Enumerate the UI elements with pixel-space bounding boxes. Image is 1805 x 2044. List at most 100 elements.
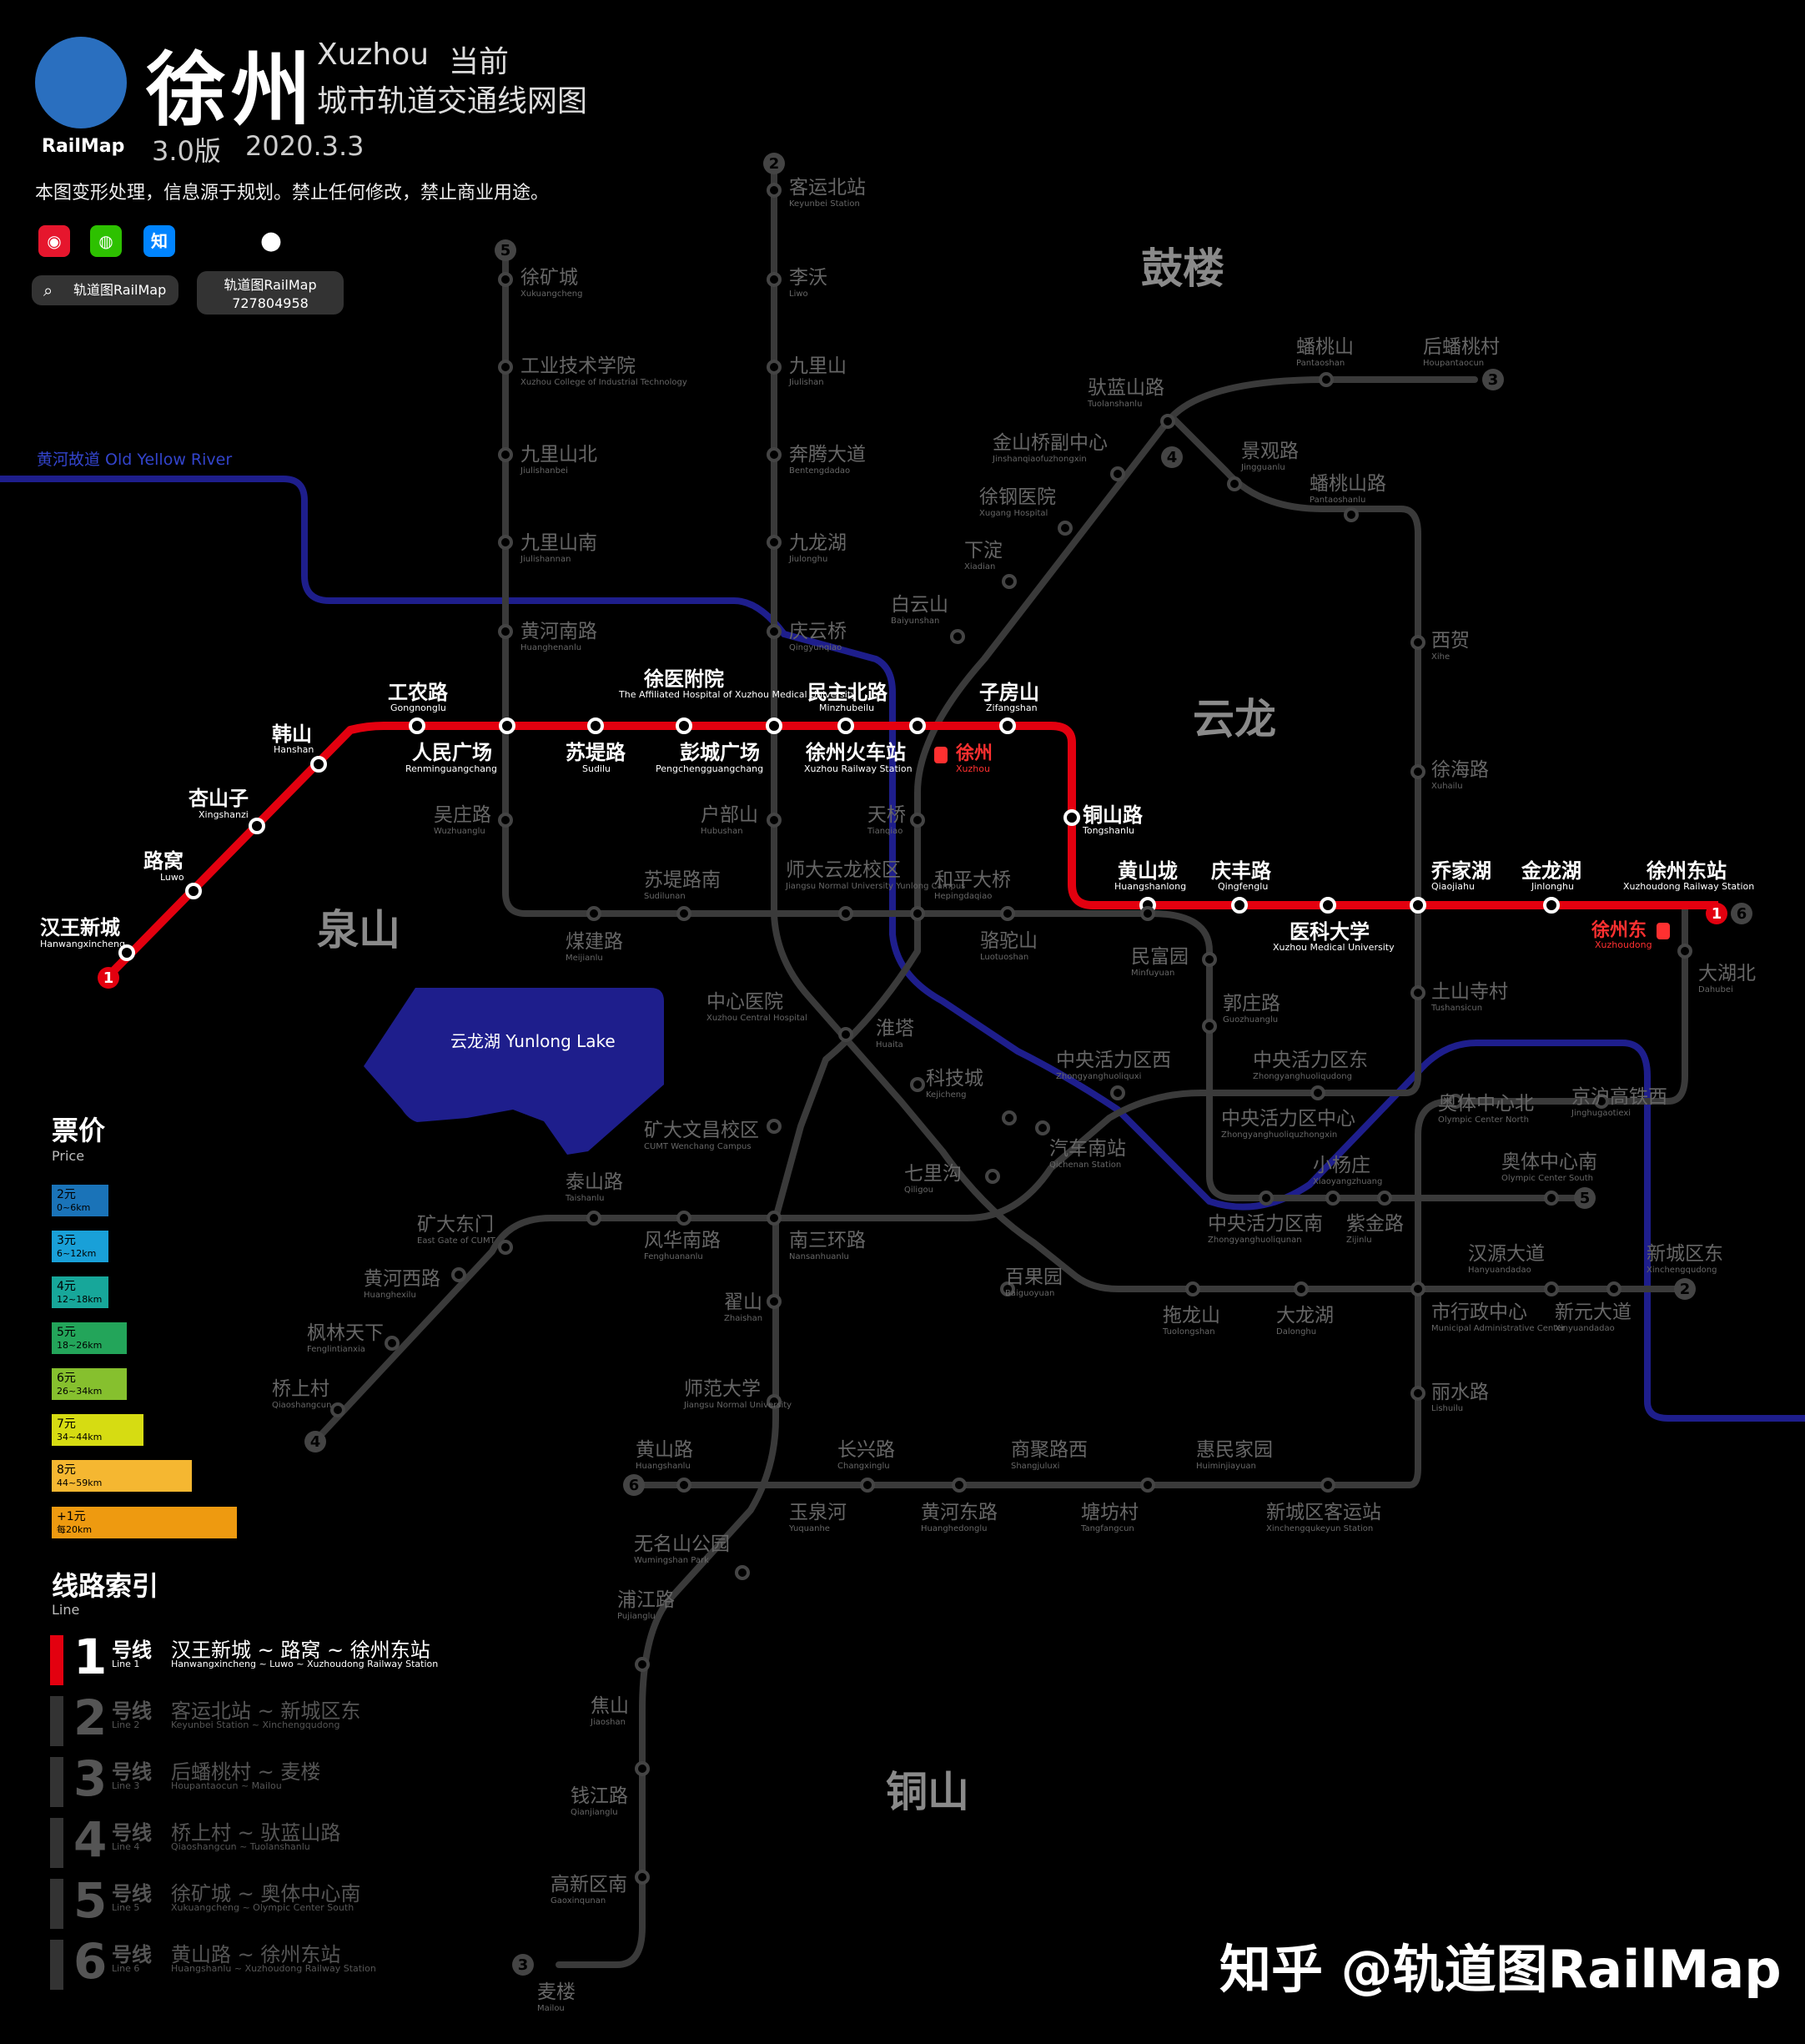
planned-station-label: 郭庄路: [1223, 993, 1280, 1014]
price-tier-range: 0~6km: [57, 1202, 91, 1213]
line-route: 徐矿城 ~ 奥体中心南: [171, 1882, 361, 1906]
planned-station-label-en: Zhaishan: [724, 1314, 762, 1323]
badge-line6-east: 6: [1737, 905, 1747, 923]
planned-station-label: 金山桥副中心: [993, 432, 1108, 454]
planned-station-label: 徐钢医院: [979, 486, 1056, 508]
planned-station-label: 驮蓝山路: [1088, 377, 1164, 399]
badge-line4-west: 4: [310, 1433, 321, 1451]
planned-station-label: 工业技术学院: [520, 355, 636, 377]
planned-station-label-en: Jinshanqiaofuzhongxin: [992, 455, 1087, 464]
planned-station-label-en: Xiaoyangzhuang: [1313, 1177, 1382, 1186]
price-tier-price: 7元: [57, 1417, 76, 1431]
svg-text:Pengchengguangchang: Pengchengguangchang: [656, 763, 763, 774]
qq-icon[interactable]: ●: [259, 226, 283, 255]
district-gulou: 鼓楼: [1141, 244, 1224, 293]
line-label: 号线: [112, 1821, 152, 1845]
planned-station-label-en: Xuzhou Central Hospital: [706, 1014, 807, 1023]
price-tier-price: 6元: [57, 1372, 76, 1385]
svg-text:The Affiliated Hospital of Xuz: The Affiliated Hospital of Xuzhou Medica…: [618, 689, 857, 700]
planned-station-label: 玉泉河: [789, 1502, 847, 1523]
planned-station-label: 科技城: [926, 1068, 983, 1090]
search-icon: ⌕: [43, 280, 53, 300]
search-pill[interactable]: ⌕ 轨道图RailMap: [32, 275, 178, 305]
wechat-icon[interactable]: ◍: [90, 225, 122, 257]
svg-text:Hanwangxincheng: Hanwangxincheng: [40, 939, 125, 949]
planned-station-label-en: CUMT Wenchang Campus: [644, 1142, 752, 1151]
planned-station-label: 汉源大道: [1468, 1243, 1545, 1265]
station-gongnonglu: 工农路: [388, 681, 449, 704]
station-jinlonghu: 金龙湖: [1521, 859, 1581, 883]
planned-station-label-en: Houpantaocun: [1423, 359, 1484, 368]
planned-station-label: 和平大桥: [934, 869, 1011, 891]
planned-station-label: 白云山: [891, 594, 948, 616]
planned-station-label-en: Jiangsu Normal University: [683, 1401, 792, 1410]
badge-line5-north: 5: [500, 242, 511, 259]
line-label: 号线: [112, 1760, 152, 1784]
zhihu-icon[interactable]: 知: [143, 225, 175, 257]
weibo-icon[interactable]: ◉: [38, 225, 70, 257]
planned-station-label-en: East Gate of CUMT: [417, 1236, 496, 1246]
title-current: 当前: [449, 45, 510, 79]
planned-station-label: 无名山公园: [634, 1533, 730, 1555]
station-zifangshan: 子房山: [979, 681, 1039, 704]
line-route-en: Xukuangcheng ~ Olympic Center South: [171, 1902, 354, 1913]
line1-station-dots: [118, 717, 1560, 961]
planned-station-label-en: Minfuyuan: [1131, 969, 1174, 978]
train-icon: [1657, 923, 1670, 939]
planned-station-label: 汽车南站: [1049, 1138, 1126, 1160]
river-label: 黄河故道 Old Yellow River: [37, 451, 233, 469]
train-icon: [934, 747, 948, 763]
price-tier-price: 4元: [57, 1280, 76, 1293]
line-number: 5: [73, 1872, 108, 1929]
svg-text:Xingshanzi: Xingshanzi: [199, 809, 249, 820]
planned-station-label: 泰山路: [566, 1171, 623, 1193]
line-label-en: Line 4: [112, 1841, 140, 1852]
badge-line3-north: 3: [1488, 371, 1499, 389]
price-tier-range: 44~59km: [57, 1478, 103, 1488]
planned-station-label-en: Xinchengqudong: [1647, 1266, 1717, 1275]
rail-station-labels: 徐州 Xuzhou 徐州东 Xuzhoudong: [934, 743, 1670, 950]
planned-station-label: 李沃: [789, 267, 827, 289]
station-tongshanlu: 铜山路: [1083, 803, 1144, 827]
railmap-logo: [35, 37, 127, 128]
planned-station-label-en: Tangfangcun: [1080, 1524, 1134, 1533]
planned-station-label: 客运北站: [789, 177, 866, 199]
badge-line5-east: 5: [1580, 1190, 1591, 1207]
subtitle: 城市轨道交通线网图: [317, 84, 588, 118]
planned-station-label: 户部山: [701, 804, 758, 826]
planned-station-label: 新城区东: [1647, 1243, 1723, 1265]
planned-station-label-en: Dahubei: [1698, 985, 1733, 994]
logo-label: RailMap: [42, 136, 125, 157]
qq-group-pill[interactable]: 轨道图RailMap 727804958: [197, 271, 344, 315]
station-pengchengguangchang: 彭城广场: [680, 741, 760, 764]
planned-station-label-en: Jingguanlu: [1240, 463, 1285, 472]
price-legend-subtitle: Price: [52, 1148, 85, 1164]
planned-station-label-en: Gaoxinqunan: [551, 1896, 606, 1906]
svg-text:Qingfenglu: Qingfenglu: [1218, 881, 1268, 892]
planned-station-label: 塘坊村: [1081, 1502, 1139, 1523]
date: 2020.3.3: [245, 130, 365, 162]
line-color-bar: [50, 1818, 63, 1868]
planned-station-label-en: Xugang Hospital: [979, 509, 1048, 518]
line-route: 黄山路 ~ 徐州东站: [171, 1943, 341, 1966]
price-tier-range: 26~34km: [57, 1386, 103, 1397]
svg-text:Xuzhou: Xuzhou: [956, 763, 990, 774]
planned-station-label: 煤建路: [566, 931, 623, 953]
line-number: 2: [73, 1689, 108, 1746]
planned-station-label-en: Baiyunshan: [891, 617, 939, 626]
line-1: [105, 722, 1718, 979]
planned-station-label: 淮塔: [876, 1018, 914, 1040]
planned-station-label-en: Jiulishanbei: [520, 466, 568, 476]
svg-text:Qiaojiahu: Qiaojiahu: [1431, 881, 1475, 892]
line-label: 号线: [112, 1943, 152, 1966]
planned-station-label-en: Qiligou: [904, 1186, 933, 1195]
line-route: 汉王新城 ~ 路窝 ~ 徐州东站: [171, 1639, 430, 1662]
price-tier-price: 8元: [57, 1463, 76, 1477]
price-tier: +1元每20km: [52, 1507, 237, 1538]
line-route-en: Keyunbei Station ~ Xinchengqudong: [171, 1719, 340, 1730]
badge-line4-north: 4: [1167, 449, 1178, 466]
planned-station-label: 新元大道: [1555, 1301, 1632, 1323]
